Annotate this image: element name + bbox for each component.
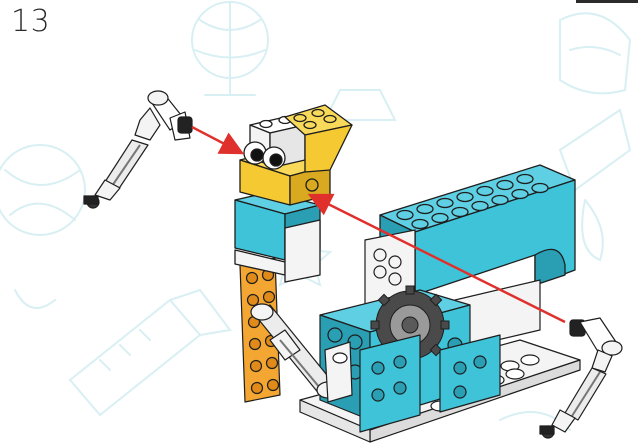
assembly-arrow-icon — [192, 127, 240, 152]
white-bush-pin — [325, 342, 352, 402]
rod-connector-part-left — [84, 91, 192, 208]
